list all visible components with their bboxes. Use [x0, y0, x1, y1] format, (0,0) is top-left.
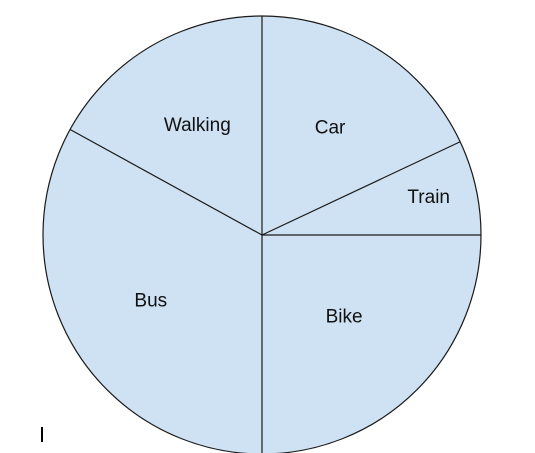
text-cursor — [41, 427, 43, 442]
slice-label-bus: Bus — [134, 290, 167, 311]
slice-label-car: Car — [315, 117, 346, 138]
pie-slices — [43, 16, 482, 453]
slice-label-bike: Bike — [326, 307, 363, 328]
pie-slice-bus — [43, 129, 262, 453]
slice-label-walking: Walking — [164, 115, 231, 136]
pie-slice-train — [262, 141, 482, 235]
pie-slice-walking — [70, 16, 262, 235]
slice-divider-2 — [261, 141, 461, 236]
slice-dividers — [69, 16, 481, 453]
slice-divider-5 — [69, 128, 263, 236]
slice-label-train: Train — [407, 187, 450, 208]
pie-slice-car — [262, 16, 461, 235]
pie-slice-bike — [262, 235, 481, 453]
pie-outline — [42, 15, 482, 453]
